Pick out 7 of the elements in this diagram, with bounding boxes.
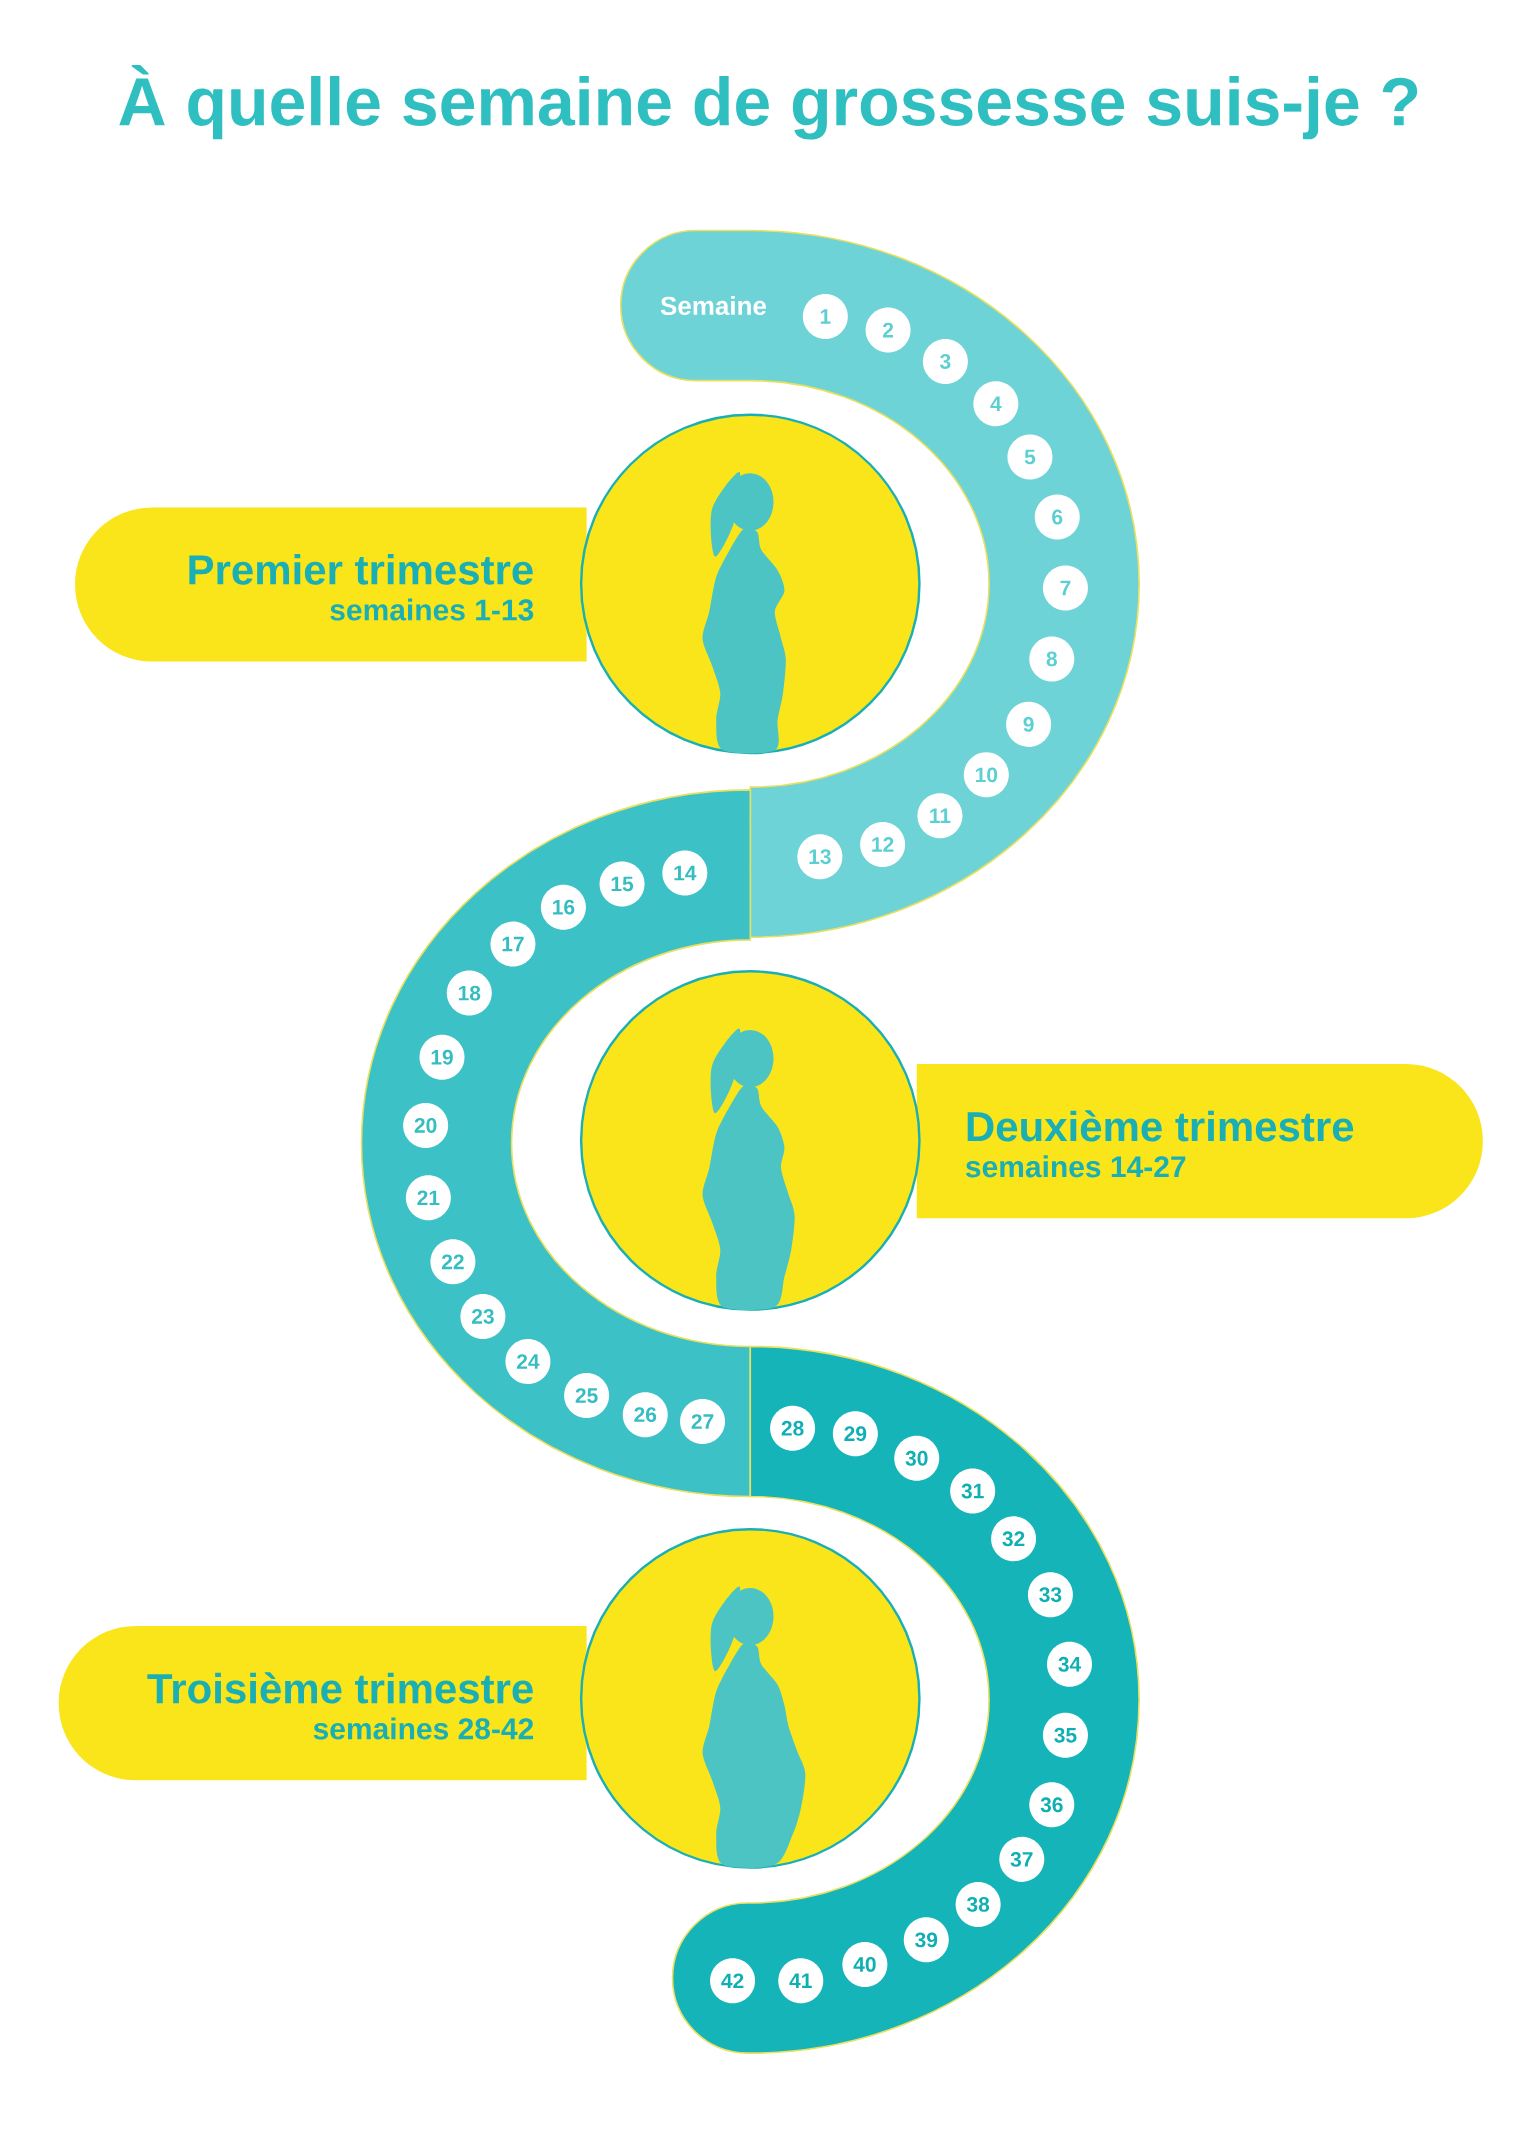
trimester-label: Premier trimestre semaines 1-13 [75, 507, 587, 662]
title: À quelle semaine de grossesse suis-je ? [119, 64, 1418, 140]
pregnant-woman-picture [580, 970, 921, 1311]
pregnant-woman-picture [580, 413, 921, 755]
pregnant-woman-picture [580, 1528, 921, 1869]
trimester-label: Troisième trimestre semaines 28-42 [58, 1626, 587, 1781]
trimester-label: Deuxième trimestre semaines 14-27 [916, 1064, 1483, 1219]
